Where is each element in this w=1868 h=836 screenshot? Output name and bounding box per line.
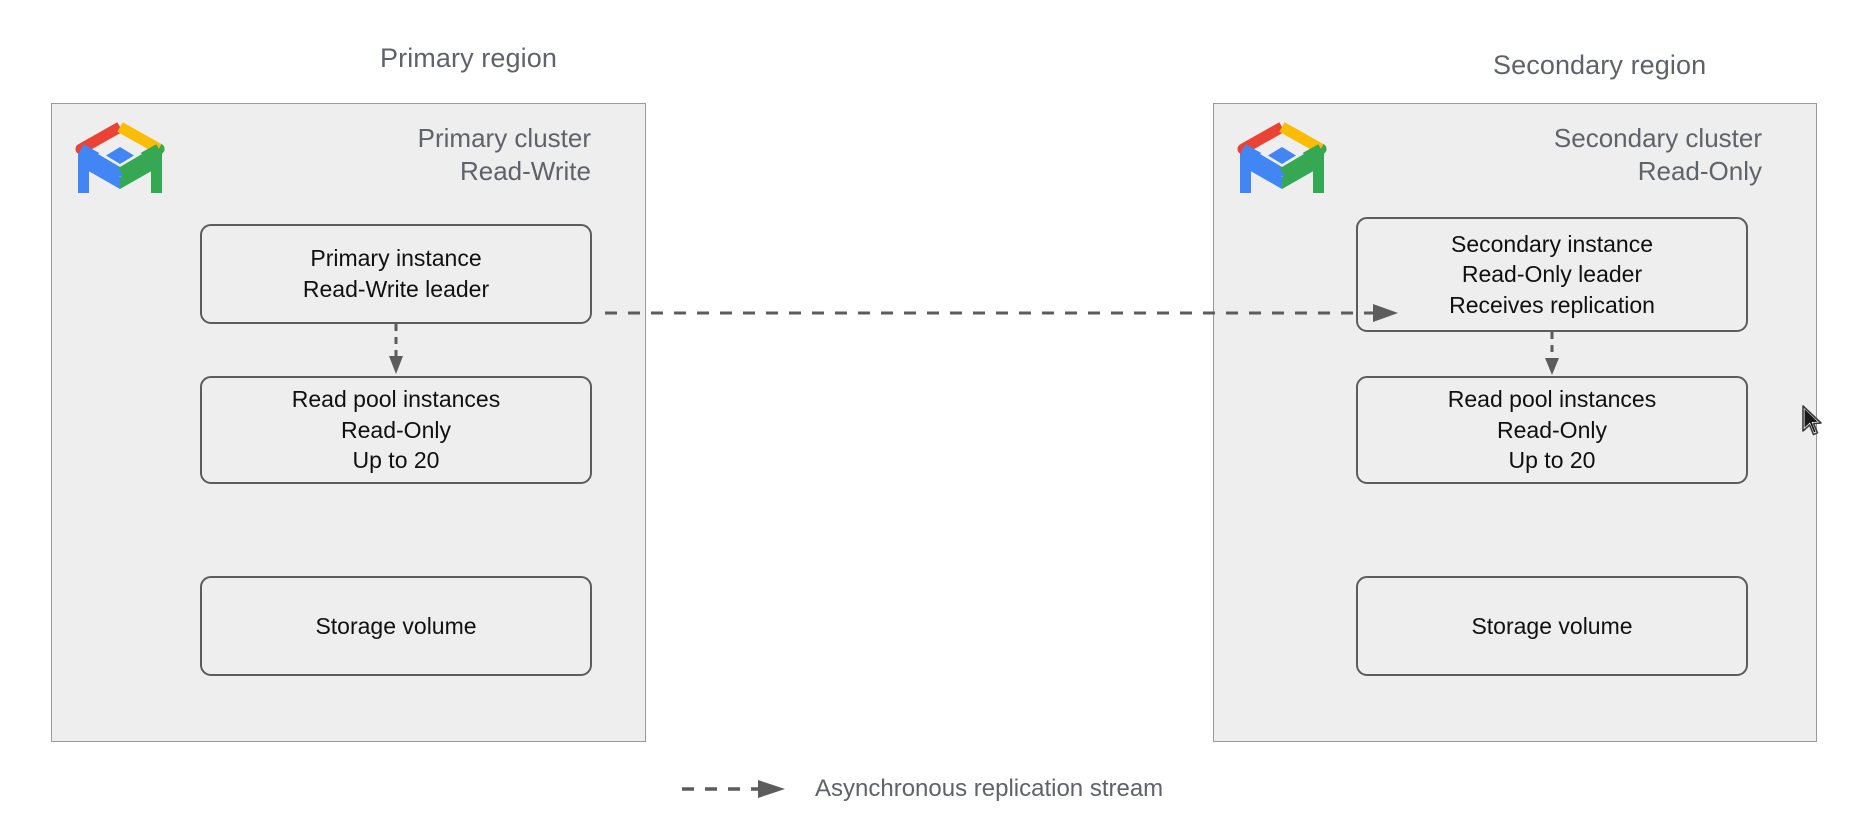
node-secondary-instance-line-3: Receives replication <box>1449 291 1655 318</box>
primary-cluster-label-line-1: Primary cluster <box>417 123 591 153</box>
node-primary-instance-line-2: Read-Write leader <box>302 276 490 302</box>
region-title-primary: Primary region <box>380 43 557 73</box>
replication-arrow-connector <box>605 296 1400 330</box>
alloydb-logo-icon <box>70 111 170 211</box>
legend: Asynchronous replication stream <box>680 772 1163 806</box>
node-secondary-instance-line-1: Secondary instance <box>1450 230 1653 257</box>
node-secondary-read-pool-line-3: Up to 20 <box>1508 447 1596 474</box>
node-primary-storage[interactable]: Storage volume <box>200 576 592 676</box>
node-secondary-storage-line-1: Storage volume <box>1471 612 1633 639</box>
legend-label: Asynchronous replication stream <box>815 775 1164 802</box>
node-primary-read-pool-line-2: Read-Only <box>341 416 451 443</box>
alloydb-logo-icon <box>1232 111 1332 211</box>
primary-cluster-label-line-2: Read-Write <box>459 156 591 187</box>
node-secondary-read-pool[interactable]: Read pool instances Read-Only Up to 20 <box>1356 376 1748 484</box>
node-secondary-instance[interactable]: Secondary instance Read-Only leader Rece… <box>1356 217 1748 332</box>
node-secondary-read-pool-line-1: Read pool instances <box>1447 386 1657 413</box>
secondary-cluster-label-line-2: Read-Only <box>1637 156 1762 187</box>
primary-cluster-container: Primary cluster Read-Write Primary insta… <box>51 103 646 742</box>
node-primary-instance[interactable]: Primary instance Read-Write leader <box>200 224 592 324</box>
legend-dashed-arrow-icon <box>680 777 788 801</box>
node-secondary-storage[interactable]: Storage volume <box>1356 576 1748 676</box>
node-primary-storage-line-1: Storage volume <box>315 612 477 639</box>
secondary-cluster-container: Secondary cluster Read-Only Secondary in… <box>1213 103 1817 742</box>
primary-cluster-label: Primary cluster Read-Write <box>418 122 591 189</box>
connector-primary-instance-to-read-pool <box>388 324 404 376</box>
node-primary-read-pool-line-3: Up to 20 <box>352 447 440 474</box>
connector-secondary-instance-to-read-pool <box>1544 332 1560 376</box>
node-primary-read-pool-line-1: Read pool instances <box>291 386 501 413</box>
node-secondary-instance-line-2: Read-Only leader <box>1461 261 1643 288</box>
secondary-cluster-label-line-1: Secondary cluster <box>1553 123 1762 153</box>
secondary-cluster-label: Secondary cluster Read-Only <box>1554 122 1762 189</box>
node-primary-read-pool[interactable]: Read pool instances Read-Only Up to 20 <box>200 376 592 484</box>
node-secondary-read-pool-line-2: Read-Only <box>1497 416 1607 443</box>
region-title-secondary: Secondary region <box>1493 50 1707 80</box>
node-primary-instance-line-1: Primary instance <box>310 245 482 272</box>
